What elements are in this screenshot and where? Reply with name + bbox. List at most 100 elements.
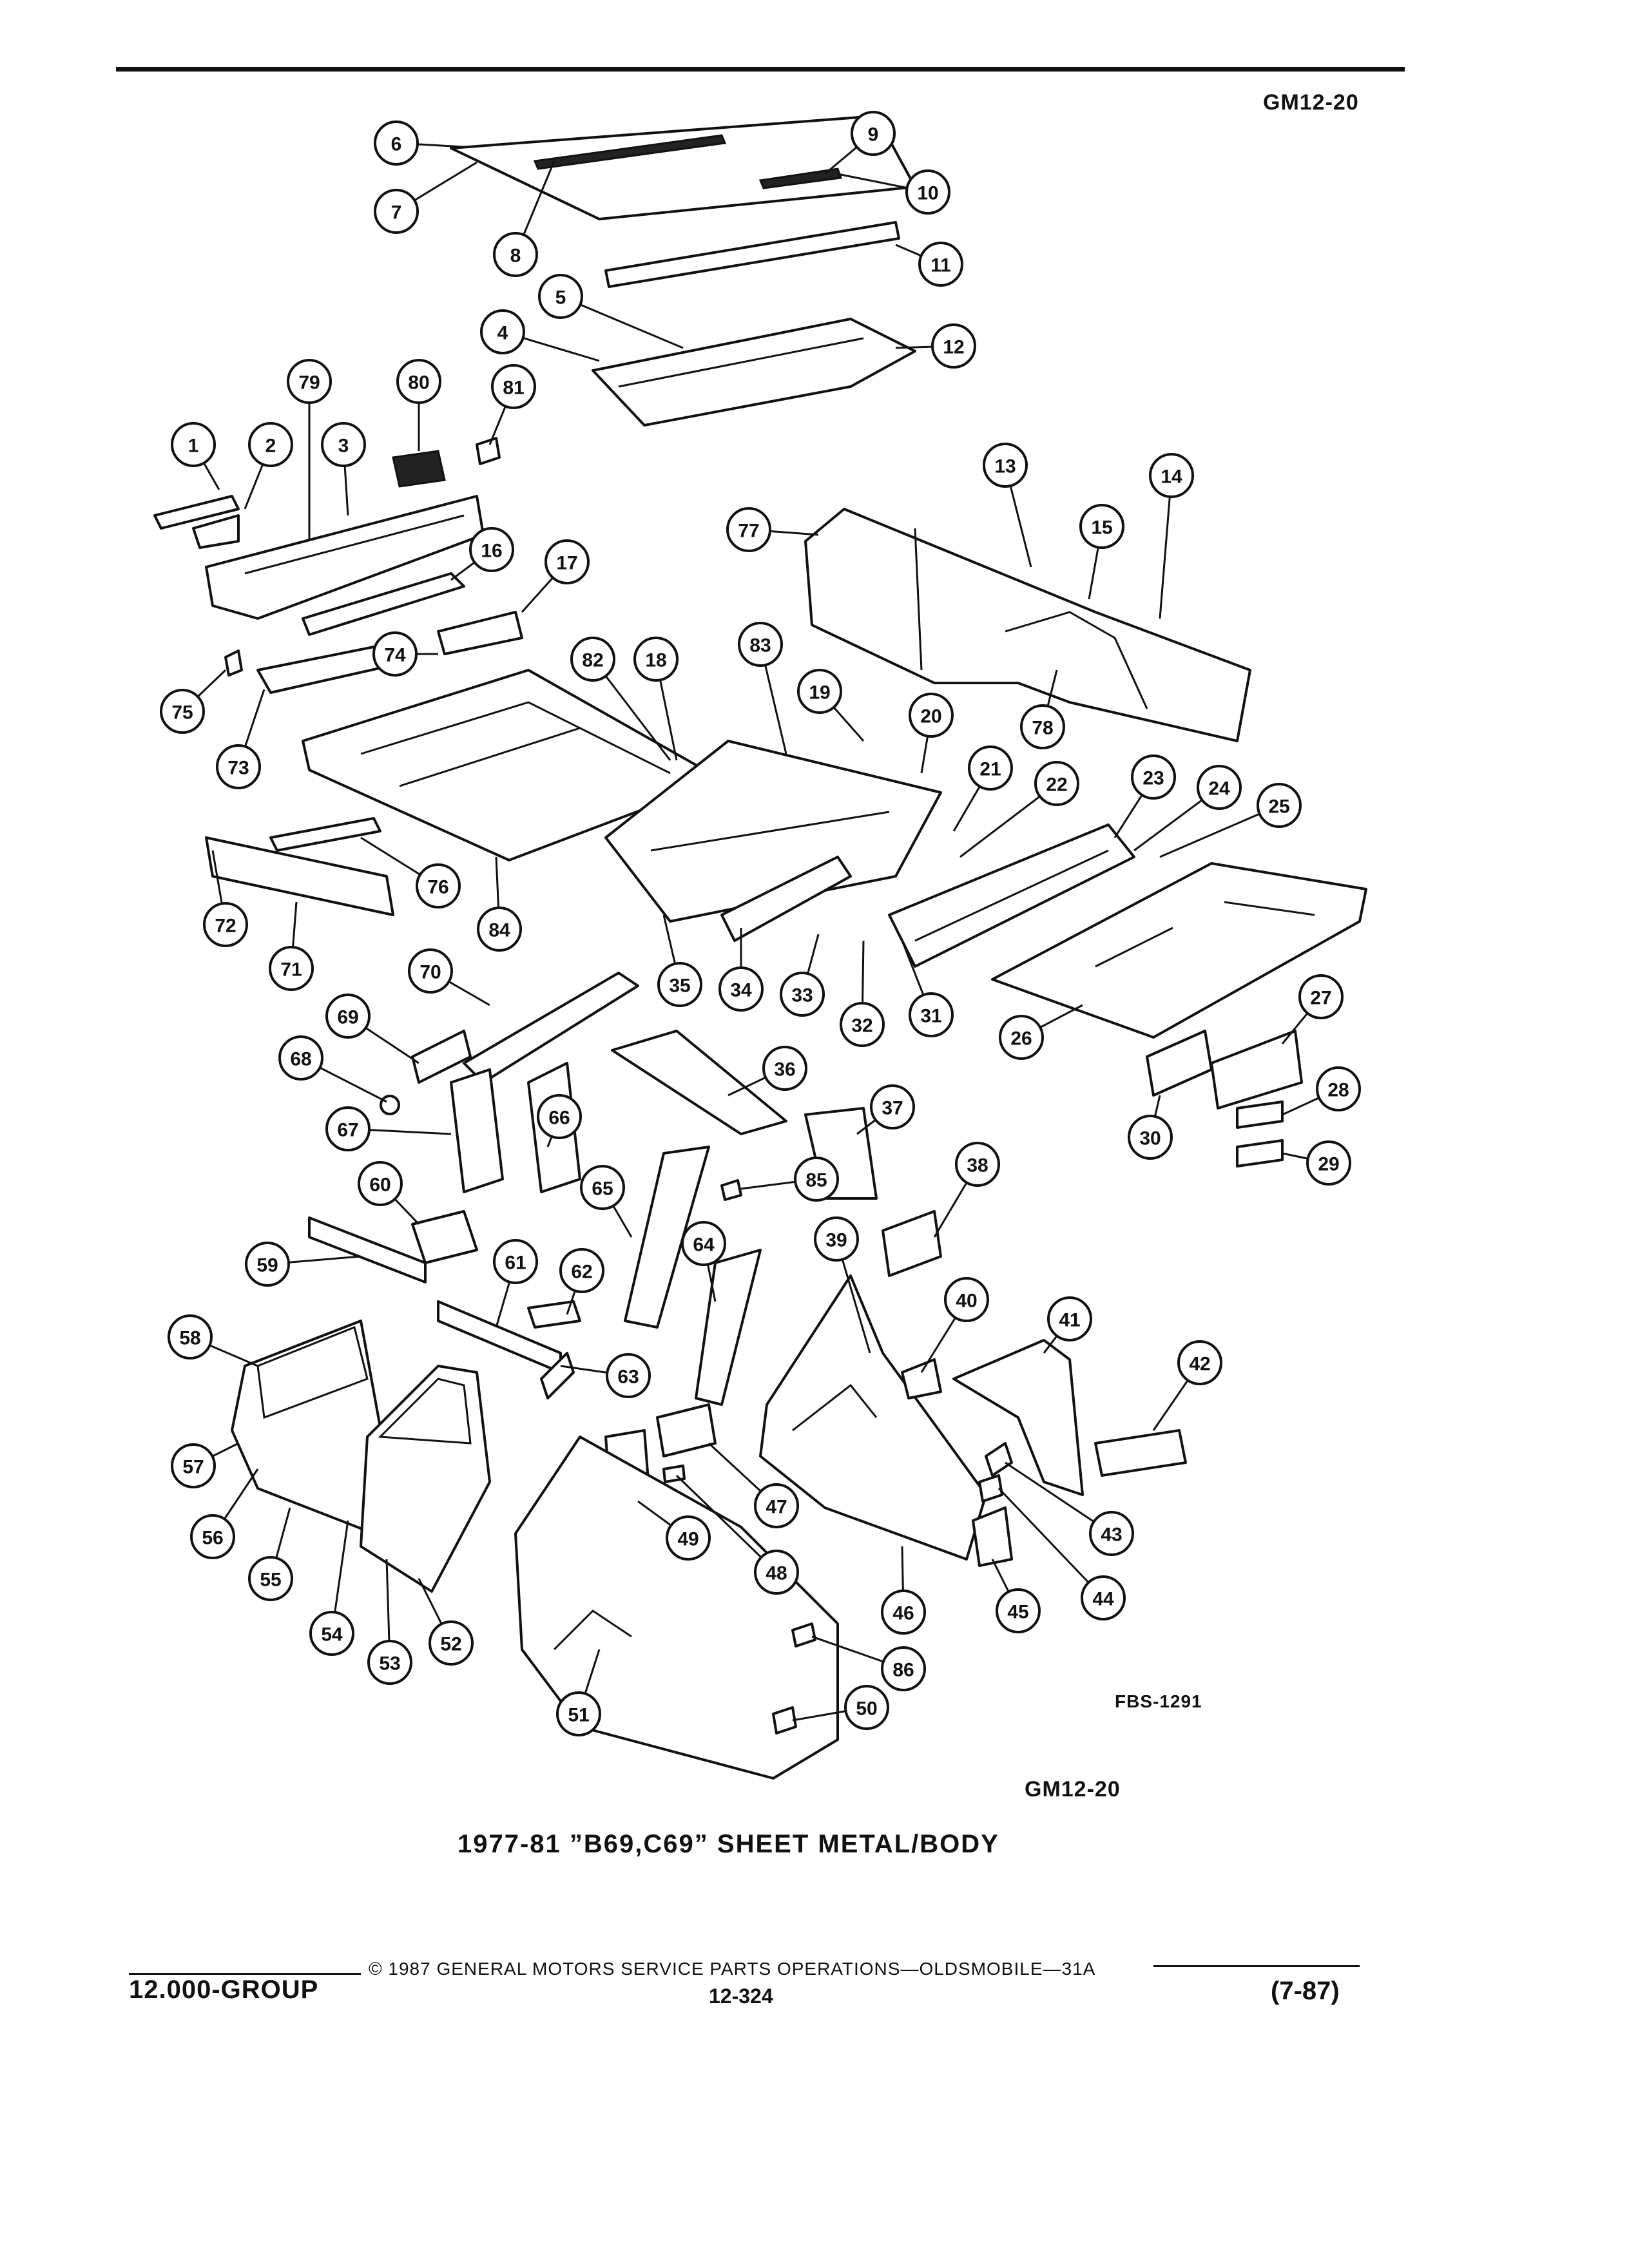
callout-number: 72 — [215, 916, 236, 937]
rocker-76 — [269, 817, 381, 852]
callout-15: 15 — [1079, 504, 1124, 549]
callout-36: 36 — [762, 1046, 807, 1091]
callout-number: 67 — [337, 1120, 358, 1141]
callout-number: 58 — [179, 1328, 200, 1349]
panel-16 — [302, 572, 465, 636]
callout-number: 20 — [920, 706, 941, 727]
footer-rule-left — [129, 1973, 361, 1975]
callout-43: 43 — [1089, 1511, 1134, 1556]
bracket-69 — [411, 1030, 472, 1084]
callout-83: 83 — [738, 622, 783, 667]
callout-number: 46 — [892, 1603, 914, 1624]
callout-number: 5 — [555, 287, 566, 309]
callout-number: 35 — [669, 975, 690, 997]
callout-68: 68 — [278, 1035, 323, 1081]
rocker-71 — [205, 836, 394, 916]
callout-number: 33 — [791, 985, 813, 1006]
callout-34: 34 — [718, 966, 764, 1012]
callout-29: 29 — [1306, 1140, 1351, 1186]
bracket-27 — [1210, 1030, 1303, 1110]
header-code: GM12-20 — [1263, 90, 1359, 115]
callout-41: 41 — [1047, 1296, 1092, 1341]
callout-74: 74 — [372, 631, 418, 677]
callout-52: 52 — [429, 1620, 474, 1666]
callout-66: 66 — [537, 1094, 582, 1139]
clip-50 — [772, 1706, 797, 1735]
callout-5: 5 — [538, 274, 583, 319]
floor-pan-front — [302, 669, 723, 861]
callout-number: 34 — [730, 980, 752, 1001]
bracket-44 — [978, 1474, 1003, 1503]
part-80 — [392, 450, 446, 488]
callout-number: 16 — [481, 541, 502, 562]
callout-21: 21 — [968, 745, 1013, 791]
callout-number: 70 — [419, 962, 441, 983]
rail-70 — [463, 972, 639, 1084]
callout-46: 46 — [881, 1590, 926, 1635]
callout-77: 77 — [726, 507, 771, 552]
footer-rule-right — [1153, 1965, 1360, 1967]
copyright-line: © 1987 GENERAL MOTORS SERVICE PARTS OPER… — [369, 1959, 1096, 1979]
callout-75: 75 — [160, 689, 205, 734]
clip-75 — [224, 649, 243, 677]
callout-number: 7 — [391, 202, 402, 224]
callout-number: 37 — [882, 1098, 903, 1119]
callout-71: 71 — [269, 946, 314, 991]
callout-86: 86 — [881, 1646, 926, 1691]
bracket-40 — [901, 1358, 942, 1399]
callout-number: 79 — [298, 372, 320, 394]
callout-number: 71 — [280, 959, 302, 981]
bracket-42 — [1094, 1429, 1187, 1477]
callout-number: 6 — [391, 134, 402, 155]
callout-6: 6 — [374, 120, 419, 166]
callout-1: 1 — [171, 422, 216, 467]
callout-4: 4 — [480, 309, 525, 354]
callout-20: 20 — [909, 693, 954, 738]
callout-80: 80 — [396, 359, 441, 404]
sill-34 — [720, 856, 852, 942]
callout-number: 55 — [260, 1570, 281, 1591]
callout-57: 57 — [171, 1443, 216, 1488]
callout-39: 39 — [814, 1216, 859, 1262]
callout-number: 42 — [1189, 1354, 1210, 1375]
callout-63: 63 — [606, 1353, 651, 1398]
callout-58: 58 — [168, 1314, 213, 1360]
callout-78: 78 — [1020, 704, 1065, 749]
roof-bow-front — [533, 134, 727, 170]
wheelhouse-41 — [952, 1339, 1084, 1496]
callout-number: 60 — [369, 1175, 390, 1196]
callout-61: 61 — [493, 1239, 538, 1284]
callout-number: 62 — [571, 1262, 592, 1283]
callout-62: 62 — [559, 1248, 604, 1293]
callout-50: 50 — [844, 1685, 889, 1730]
callout-number: 50 — [856, 1698, 877, 1720]
callout-number: 52 — [440, 1634, 461, 1655]
callout-number: 25 — [1268, 796, 1289, 818]
callout-number: 83 — [749, 635, 771, 657]
callout-number: 36 — [774, 1059, 795, 1081]
callout-number: 84 — [488, 920, 510, 941]
bracket-17 — [437, 611, 523, 655]
callout-number: 76 — [427, 877, 448, 898]
callout-8: 8 — [493, 232, 538, 277]
callout-number: 13 — [994, 456, 1016, 477]
callout-59: 59 — [245, 1242, 290, 1287]
callout-number: 80 — [408, 372, 429, 394]
callout-73: 73 — [216, 744, 261, 789]
callout-37: 37 — [870, 1084, 915, 1129]
dash-panel-3 — [205, 495, 485, 620]
top-rule — [116, 67, 1405, 72]
callout-number: 81 — [503, 378, 524, 399]
callout-number: 85 — [805, 1170, 827, 1191]
callout-number: 66 — [548, 1108, 570, 1129]
bracket-28 — [1236, 1100, 1284, 1129]
callout-number: 73 — [227, 758, 249, 779]
callout-number: 41 — [1059, 1310, 1080, 1331]
callout-number: 45 — [1007, 1602, 1028, 1623]
clip-68 — [380, 1095, 400, 1115]
bracket-1 — [153, 495, 240, 530]
callout-65: 65 — [580, 1165, 625, 1210]
callout-42: 42 — [1177, 1340, 1222, 1385]
callout-7: 7 — [374, 189, 419, 234]
